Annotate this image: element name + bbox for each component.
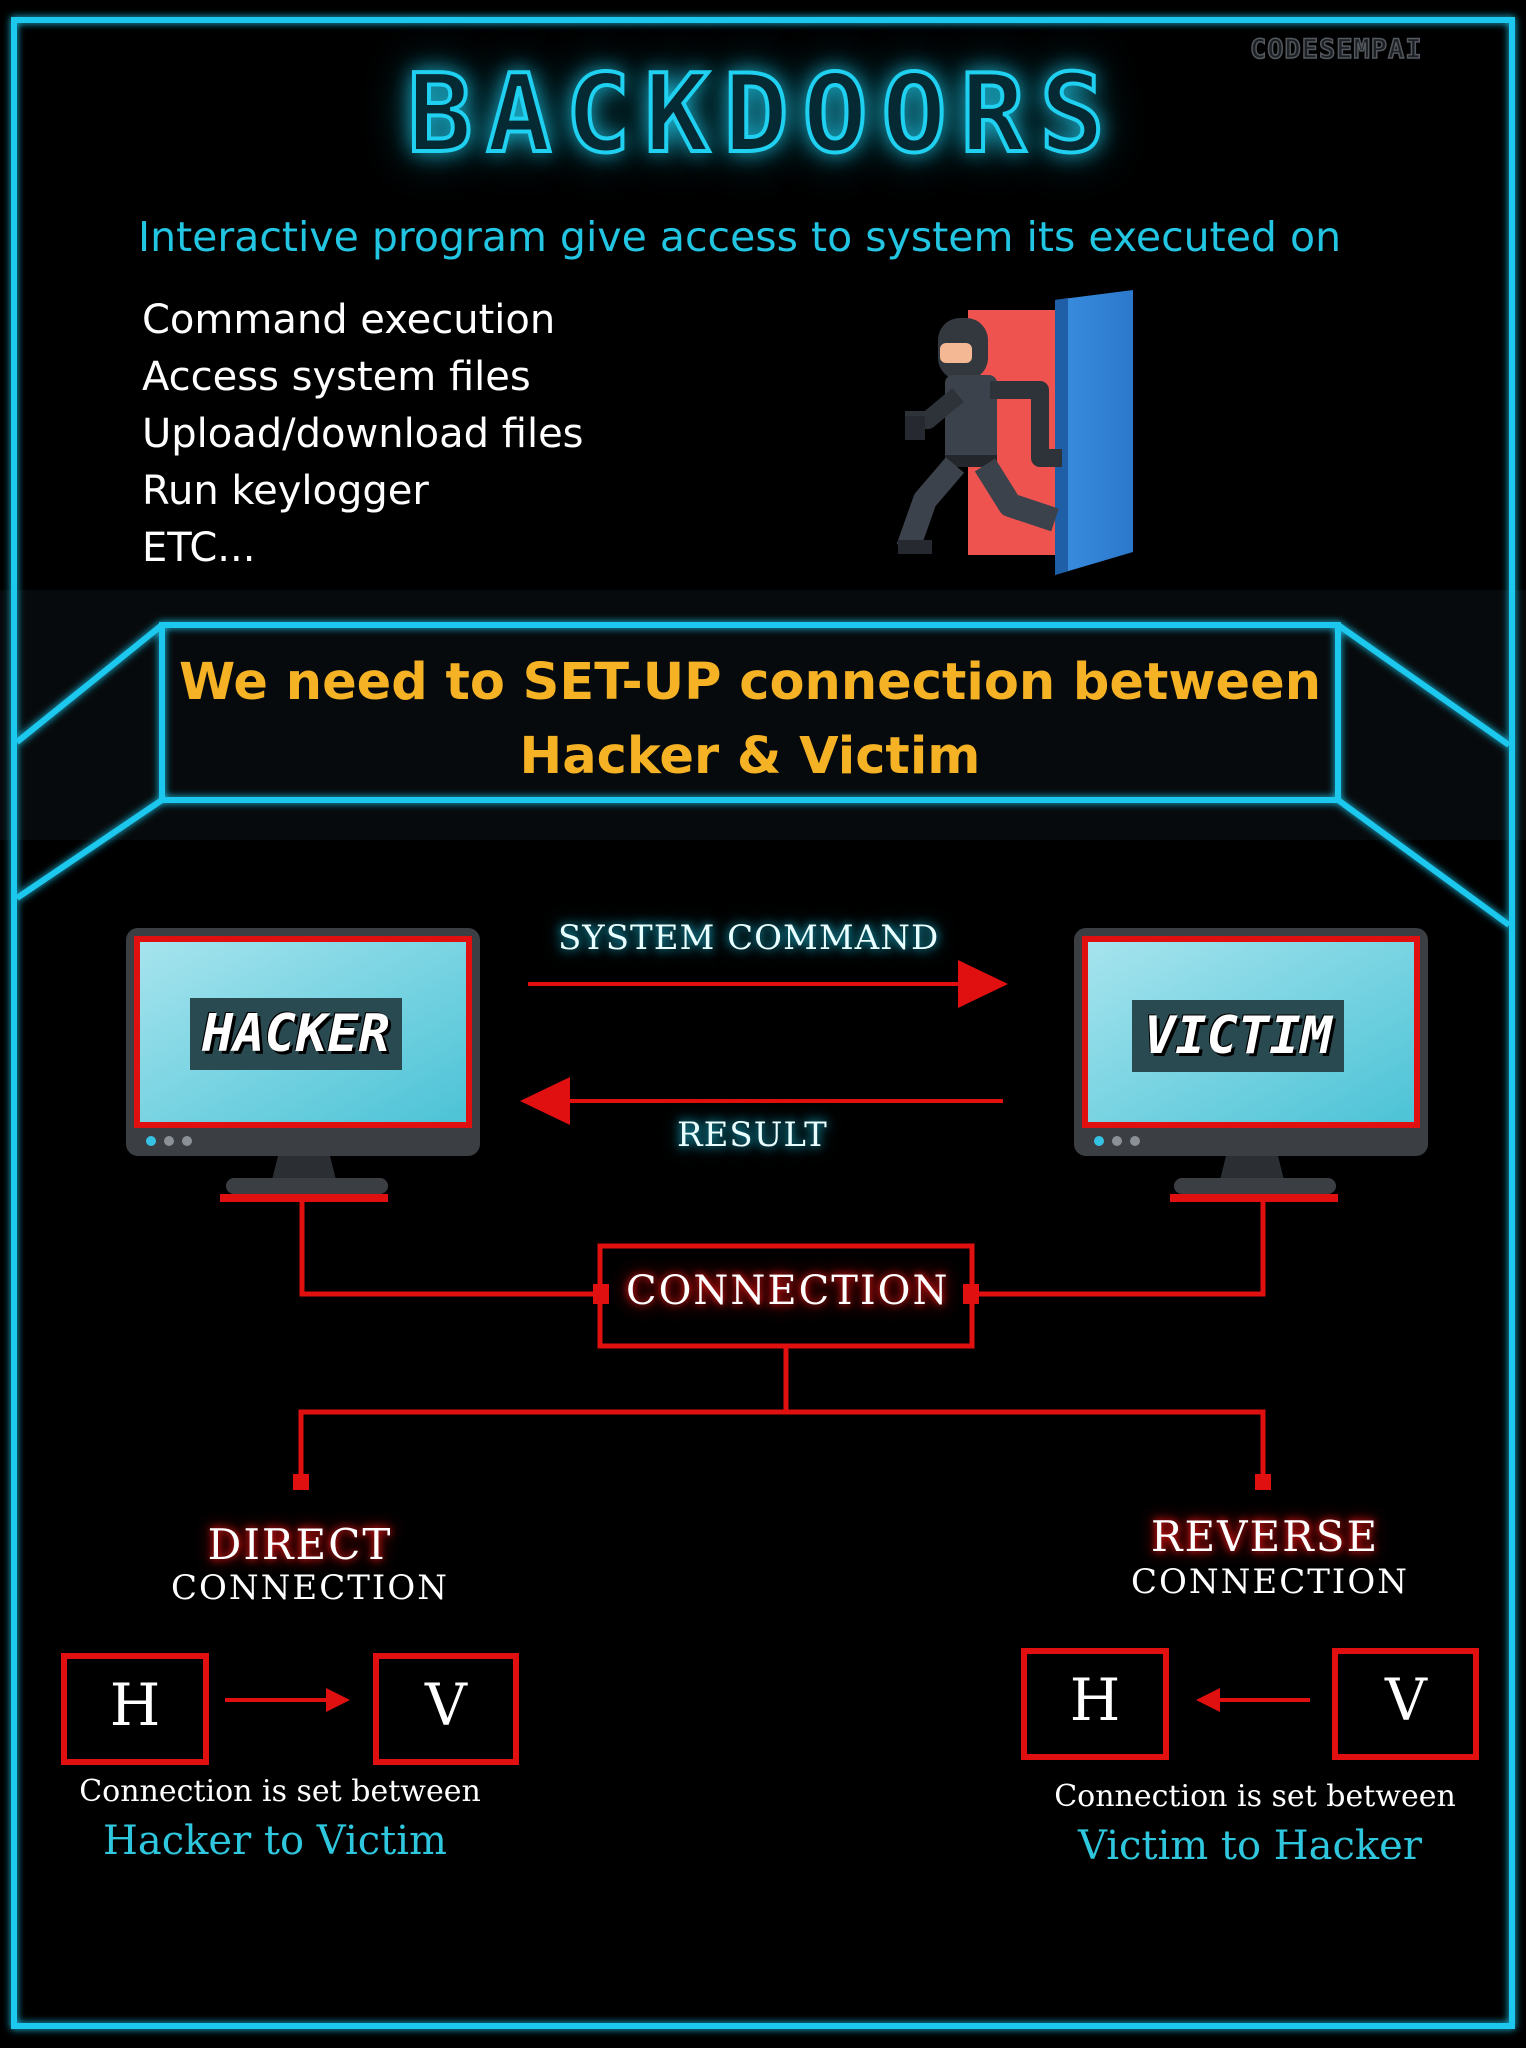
feature-item: Upload/download files bbox=[142, 411, 584, 457]
direct-heading: DIRECT bbox=[207, 1520, 393, 1569]
victim-screen-label: VICTIM bbox=[1132, 1000, 1344, 1072]
feature-item: Run keylogger bbox=[142, 468, 429, 514]
reverse-hacker-box-label: H bbox=[1069, 1666, 1121, 1734]
reverse-caption: Connection is set between bbox=[1054, 1779, 1456, 1814]
direct-hacker-box-label: H bbox=[109, 1671, 161, 1739]
feature-item: Access system files bbox=[142, 354, 531, 400]
hacker-door-icon bbox=[896, 290, 1133, 575]
direct-highlight: Hacker to Victim bbox=[103, 1818, 447, 1864]
reverse-diagram bbox=[1021, 1648, 1479, 1760]
command-arrow bbox=[528, 960, 1008, 1008]
direct-victim-box-label: V bbox=[425, 1671, 467, 1739]
connection-nodes bbox=[293, 1284, 1271, 1490]
reverse-subheading: CONNECTION bbox=[1131, 1562, 1409, 1602]
watermark-logo: CODESEMPAI bbox=[1249, 33, 1423, 66]
page-title: BACKDOORS bbox=[405, 50, 1119, 179]
direct-caption: Connection is set between bbox=[79, 1774, 481, 1809]
direct-diagram bbox=[61, 1653, 519, 1765]
result-arrow bbox=[520, 1077, 1003, 1125]
hacker-screen-label: HACKER bbox=[190, 998, 402, 1070]
result-label: RESULT bbox=[677, 1115, 828, 1155]
subtitle: Interactive program give access to syste… bbox=[138, 213, 1342, 261]
feature-item: Command execution bbox=[142, 297, 556, 343]
feature-item: ETC... bbox=[142, 525, 256, 571]
connection-label: CONNECTION bbox=[626, 1268, 950, 1314]
direct-subheading: CONNECTION bbox=[171, 1568, 449, 1608]
banner-text: We need to SET-UP connection between Hac… bbox=[165, 646, 1335, 794]
reverse-highlight: Victim to Hacker bbox=[1078, 1823, 1422, 1869]
reverse-heading: REVERSE bbox=[1150, 1512, 1380, 1561]
reverse-victim-box-label: V bbox=[1385, 1666, 1427, 1734]
system-command-label: SYSTEM COMMAND bbox=[558, 918, 940, 958]
banner-line-1: We need to SET-UP connection between bbox=[178, 653, 1322, 712]
outer-frame bbox=[11, 17, 1515, 2029]
banner-line-2: Hacker & Victim bbox=[519, 727, 981, 786]
feature-list: Command execution Access system files Up… bbox=[142, 292, 584, 577]
banner-frame bbox=[15, 622, 1511, 928]
